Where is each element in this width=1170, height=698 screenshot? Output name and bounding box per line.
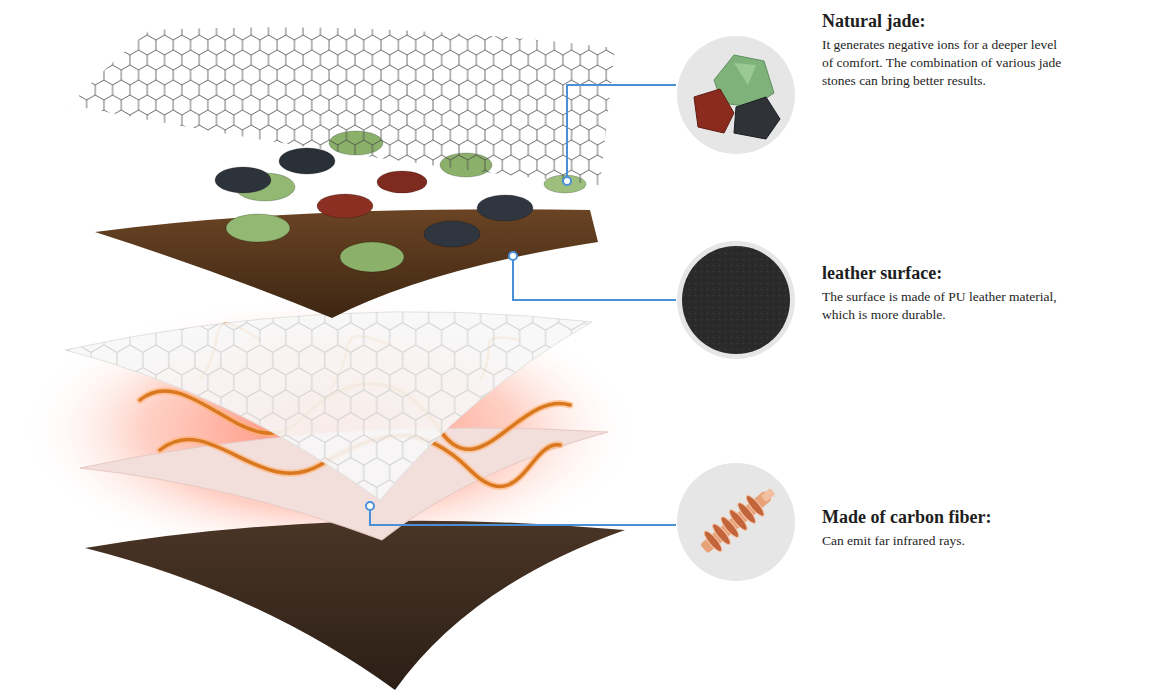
callout-circle: [676, 35, 796, 155]
callout-text: leather surface: The surface is made of P…: [822, 262, 1068, 324]
callout: leather surface: The surface is made of P…: [676, 238, 1068, 360]
callout-heading: Natural jade:: [822, 10, 1062, 32]
callout-body: The surface is made of PU leather materi…: [822, 288, 1068, 324]
base-layer: [85, 521, 625, 690]
callout-body: Can emit far infrared rays.: [822, 532, 1068, 550]
leader-dots: [366, 177, 571, 510]
hex-sheet: [65, 312, 592, 500]
callout-circle: [676, 462, 796, 582]
callout-heading: leather surface:: [822, 262, 1068, 284]
callout: Natural jade: It generates negative ions …: [676, 10, 1062, 155]
leather-layer: [95, 209, 598, 318]
callout-text: Natural jade: It generates negative ions …: [822, 10, 1062, 90]
mesh-layer: [70, 27, 615, 185]
hex-sheet-pattern: [65, 312, 592, 500]
callout: Made of carbon fiber: Can emit far infrar…: [676, 460, 1068, 582]
leader-lines: [370, 85, 676, 525]
callout-heading: Made of carbon fiber:: [822, 506, 1068, 528]
callout-text: Made of carbon fiber: Can emit far infrar…: [822, 506, 1068, 550]
callout-circle: [676, 240, 796, 360]
callout-body: It generates negative ions for a deeper …: [822, 36, 1062, 90]
